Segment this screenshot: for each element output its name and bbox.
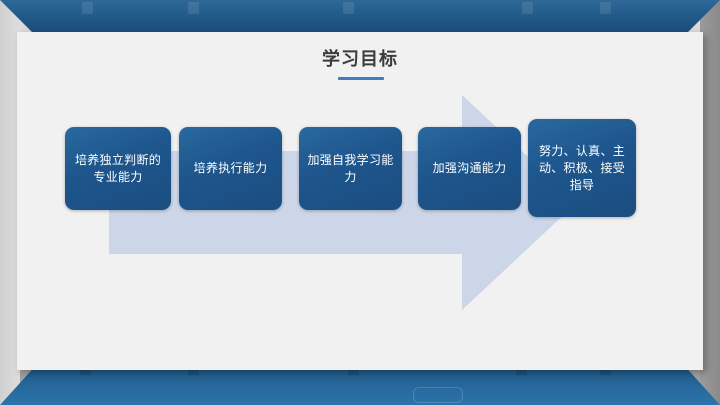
title-underline (338, 77, 384, 80)
content-panel: 学习目标 培养独立判断的专业能力 培养执行能力 加强自我学习能力 加强沟通能力 … (17, 32, 703, 370)
frame-band-top (0, 0, 720, 34)
process-box-3[interactable]: 加强自我学习能力 (299, 127, 402, 210)
frame-bevel-left (0, 0, 20, 405)
frame-notch-top-1 (82, 2, 93, 14)
process-box-1[interactable]: 培养独立判断的专业能力 (65, 127, 171, 210)
frame-notch-top-5 (600, 2, 611, 14)
frame-band-bottom (0, 363, 720, 405)
process-boxes: 培养独立判断的专业能力 培养执行能力 加强自我学习能力 加强沟通能力 努力、认真… (17, 119, 703, 232)
frame-notch-top-4 (522, 2, 533, 14)
process-box-4-label: 加强沟通能力 (432, 161, 507, 175)
process-box-4[interactable]: 加强沟通能力 (418, 127, 521, 210)
process-box-3-label: 加强自我学习能力 (307, 152, 394, 184)
process-box-1-label: 培养独立判断的专业能力 (74, 152, 162, 184)
frame-bottom-chip (413, 387, 463, 403)
frame-bevel-right (700, 0, 720, 405)
page-title: 学习目标 (322, 49, 398, 69)
process-box-5[interactable]: 努力、认真、主动、积极、接受指导 (528, 119, 636, 217)
frame-notch-top-3 (343, 2, 354, 14)
process-box-5-label: 努力、认真、主动、积极、接受指导 (538, 143, 626, 192)
process-box-2[interactable]: 培养执行能力 (179, 127, 282, 210)
frame-notch-top-2 (188, 2, 199, 14)
process-box-2-label: 培养执行能力 (193, 161, 268, 175)
